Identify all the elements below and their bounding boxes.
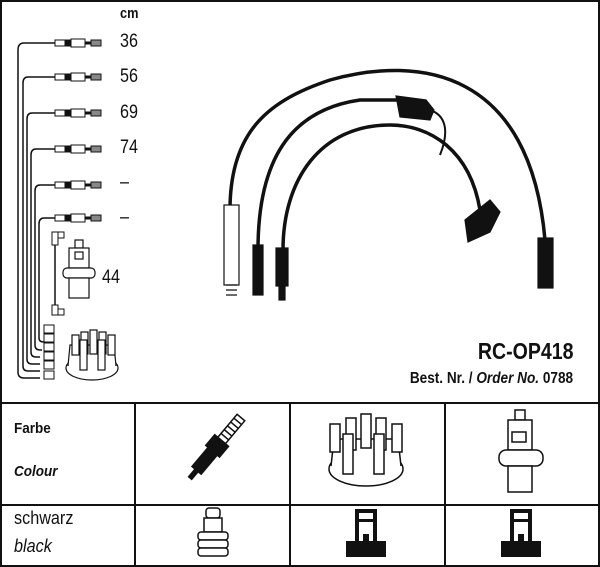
- distributor-cap-icon: [328, 413, 404, 487]
- length-5: –: [120, 172, 129, 193]
- connector: [54, 144, 102, 154]
- column-divider: [444, 402, 446, 567]
- legend-cables: [17, 42, 56, 379]
- connector: [54, 38, 102, 48]
- coil-length: 44: [102, 267, 120, 288]
- table-icons: [187, 409, 544, 557]
- connector: [54, 180, 102, 190]
- ignition-cables: [228, 68, 547, 251]
- connector: [54, 72, 102, 82]
- connector: [54, 108, 102, 118]
- column-divider: [289, 402, 291, 567]
- connector: [54, 213, 102, 223]
- cable-terminals: [223, 95, 554, 301]
- column-divider: [134, 402, 136, 567]
- long-boot: [223, 204, 240, 286]
- length-6: –: [120, 207, 129, 228]
- distributor-terminal-icon: [346, 509, 386, 557]
- order-number: 0788: [542, 370, 573, 387]
- coil-terminal-icon: [501, 509, 541, 557]
- order-label-de: Best. Nr. /: [409, 370, 473, 387]
- legend-coil-icon: [62, 239, 96, 299]
- length-2: 56: [120, 66, 138, 87]
- order-number-line: Best. Nr. / Order No. 0788: [410, 370, 573, 388]
- spark-plug-icon: [187, 413, 246, 481]
- length-3: 69: [120, 102, 138, 123]
- cable-set-illustration: [17, 38, 554, 381]
- colour-value-en: black: [14, 536, 52, 556]
- ignition-coil-icon: [498, 409, 544, 493]
- order-label-en: Order No.: [476, 370, 539, 387]
- header-colour-en: Colour: [14, 463, 58, 480]
- colour-value-de: schwarz: [14, 508, 74, 528]
- length-1: 36: [120, 31, 138, 52]
- table-top-border: [0, 402, 600, 404]
- legend-distributor-cap-icon: [65, 329, 119, 381]
- header-colour-de: Farbe: [14, 420, 51, 437]
- product-code: RC-OP418: [477, 338, 573, 364]
- spark-plug-terminal-icon: [197, 507, 229, 557]
- length-4: 74: [120, 137, 138, 158]
- legend-connectors: [43, 38, 102, 380]
- table-row-divider: [0, 504, 600, 506]
- unit-label: cm: [120, 5, 139, 22]
